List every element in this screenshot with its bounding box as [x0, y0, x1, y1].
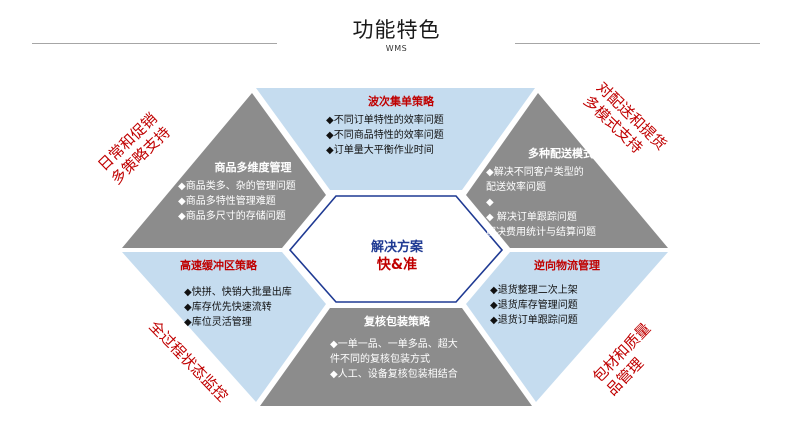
panel-upper-left-item: ◆商品多尺寸的存储问题 [178, 211, 286, 222]
panel-top-item: ◆不同订单特性的效率问题 [326, 115, 444, 126]
panel-lower-left-item: ◆库位灵活管理 [184, 317, 252, 328]
panel-lower-right-item: ◆退货库存管理问题 [490, 300, 578, 311]
panel-upper-left-item: ◆商品类多、杂的管理问题 [178, 181, 296, 192]
panel-lower-right: 逆向物流管理 ◆退货整理二次上架 ◆退货库存管理问题 ◆退货订单跟踪问题 [490, 258, 640, 328]
segment-lower-left [122, 252, 326, 402]
panel-top: 波次集单策略 ◆不同订单特性的效率问题 ◆不同商品特性的效率问题 ◆订单量大平衡… [326, 94, 496, 158]
panel-upper-right-item: ◆ [486, 197, 494, 208]
panel-lower-left: 高速缓冲区策略 ◆快拼、快销大批量出库 ◆库存优先快速流转 ◆库位灵活管理 [180, 258, 334, 330]
segment-lower-right [466, 252, 668, 402]
page-subtitle: WMS [385, 44, 408, 53]
title-rule-right [515, 43, 760, 44]
panel-lower-left-item: ◆快拼、快销大批量出库 [184, 287, 292, 298]
panel-lower-right-item: ◆退货整理二次上架 [490, 285, 578, 296]
panel-lower-right-item: ◆退货订单跟踪问题 [490, 315, 578, 326]
segment-bottom [260, 308, 532, 406]
panel-bottom-item: ◆一单一品、一单多品、超大 件不同的复核包装方式 [330, 339, 458, 365]
panel-upper-right: 多种配送模式 ◆解决不同客户类型的 配送效率问题 ◆ ◆ 解决订单跟踪问题 解决… [486, 146, 636, 240]
panel-top-item: ◆订单量大平衡作业时间 [326, 145, 434, 156]
panel-upper-left-item: ◆商品多特性管理难题 [178, 196, 276, 207]
panel-upper-left-title: 商品多维度管理 [214, 161, 292, 174]
center-subtitle: 快&准 [376, 257, 418, 273]
center-hexagon [288, 195, 504, 303]
panel-upper-left: 商品多维度管理 ◆商品类多、杂的管理问题 ◆商品多特性管理难题 ◆商品多尺寸的存… [178, 160, 328, 224]
page-title: 功能特色 [352, 18, 441, 42]
segment-upper-right [466, 93, 668, 248]
segment-upper-left [122, 93, 326, 248]
panel-lower-left-item: ◆库存优先快速流转 [184, 302, 272, 313]
title-rule-left [32, 43, 277, 44]
panel-upper-right-item: ◆ 解决订单跟踪问题 解决费用统计与结算问题 [486, 212, 596, 238]
panel-bottom-title: 复核包装策略 [364, 315, 430, 328]
panel-upper-right-item: ◆解决不同客户类型的 配送效率问题 [486, 167, 584, 193]
panel-top-title: 波次集单策略 [368, 95, 434, 108]
panel-lower-right-title: 逆向物流管理 [534, 259, 600, 272]
center-title: 解决方案 [370, 240, 423, 255]
panel-bottom: 复核包装策略 ◆一单一品、一单多品、超大 件不同的复核包装方式 ◆人工、设备复核… [330, 314, 490, 382]
panel-bottom-item: ◆人工、设备复核包装相结合 [330, 369, 458, 380]
panel-lower-left-title: 高速缓冲区策略 [180, 259, 257, 272]
segment-top [256, 88, 535, 190]
panel-upper-right-title: 多种配送模式 [528, 147, 594, 160]
panel-top-item: ◆不同商品特性的效率问题 [326, 130, 444, 141]
